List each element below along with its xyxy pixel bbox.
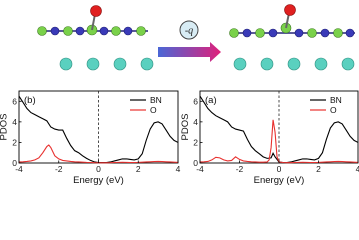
panel-label: (b) [24,95,36,106]
x-tick-label: -2 [55,164,63,174]
boron-atom [111,26,121,36]
substrate-atom [341,57,355,71]
nitrogen-atom [294,28,304,38]
substrate-atom [287,57,301,71]
legend-label-bn: BN [330,95,342,105]
x-tick-label: -4 [15,164,23,174]
boron-atom [333,28,343,38]
pdos-panel-a: -4 -2 0 2 4 0 2 4 6 (a) Energy (eV) PDOS BN O [180,90,359,186]
substrate-atom [59,57,73,71]
panel-label: (a) [205,95,217,106]
nitrogen-atom [268,28,278,38]
legend-label-o: O [330,105,337,115]
series-o-line [199,119,359,164]
substrate-atom [314,57,328,71]
gradient-arrow-icon [158,42,221,62]
boron-atom [307,28,317,38]
x-tick-label: 2 [136,164,141,174]
y-tick-label: 0 [12,158,17,168]
nitrogen-atom [99,26,109,36]
x-tick-label: 0 [277,164,282,174]
substrate-atom [260,57,274,71]
boron-atom [136,26,146,36]
x-tick-label: 2 [316,164,321,174]
boron-atom [229,28,239,38]
nitrogen-atom [50,26,60,36]
y-tick-label: 2 [193,137,198,147]
substrate-atom [86,57,100,71]
x-axis-label: Energy (eV) [254,175,305,186]
nitrogen-atom [345,28,355,38]
pdos-panel-b: -4 -2 0 2 4 0 2 4 6 (b) Energy (eV) PDOS BN O [0,90,181,186]
nitrogen-atom [242,28,252,38]
substrate-atom [140,57,154,71]
substrate-left [59,57,154,71]
legend: BN O [130,95,162,115]
x-tick-label: -4 [196,164,204,174]
y-axis-label: PDOS [0,114,10,141]
nitrogen-atom [75,26,85,36]
x-tick-label: 4 [176,164,181,174]
substrate-atom [233,57,247,71]
oxygen-atom [90,5,102,17]
series-o-line [18,144,179,164]
x-ticks: -4 -2 0 2 4 [15,160,181,174]
y-tick-label: 0 [193,158,198,168]
x-ticks: -4 -2 0 2 4 [196,160,359,174]
y-tick-label: 4 [193,117,198,127]
figure-canvas: -q -4 -2 0 2 4 [0,4,359,186]
oxygen-atom [284,4,296,16]
x-tick-label: 4 [356,164,359,174]
boron-atom [63,26,73,36]
x-axis-label: Energy (eV) [73,175,124,186]
y-tick-label: 2 [12,137,17,147]
circle-badge-icon [179,20,199,40]
x-tick-label: 0 [96,164,101,174]
structure-before [37,5,154,71]
bn-sheet-left [37,24,148,36]
bn-sheet-right [229,22,355,38]
y-ticks: 0 2 4 6 [12,96,22,168]
legend: BN O [310,95,342,115]
y-axis-label: PDOS [180,114,191,141]
y-tick-label: 6 [12,96,17,106]
structure-after [229,4,355,71]
boron-atom [255,28,265,38]
x-tick-label: -2 [236,164,244,174]
boron-atom [37,26,47,36]
nitrogen-atom [320,28,330,38]
nitrogen-atom [123,26,133,36]
process-arrow: -q [158,20,221,62]
y-tick-label: 4 [12,117,17,127]
legend-label-bn: BN [150,95,162,105]
y-tick-label: 6 [193,96,198,106]
substrate-right [233,57,355,71]
legend-label-o: O [150,105,157,115]
substrate-atom [113,57,127,71]
series-bn-line [199,95,359,164]
y-ticks: 0 2 4 6 [193,96,203,168]
process-label: -q [185,26,193,37]
